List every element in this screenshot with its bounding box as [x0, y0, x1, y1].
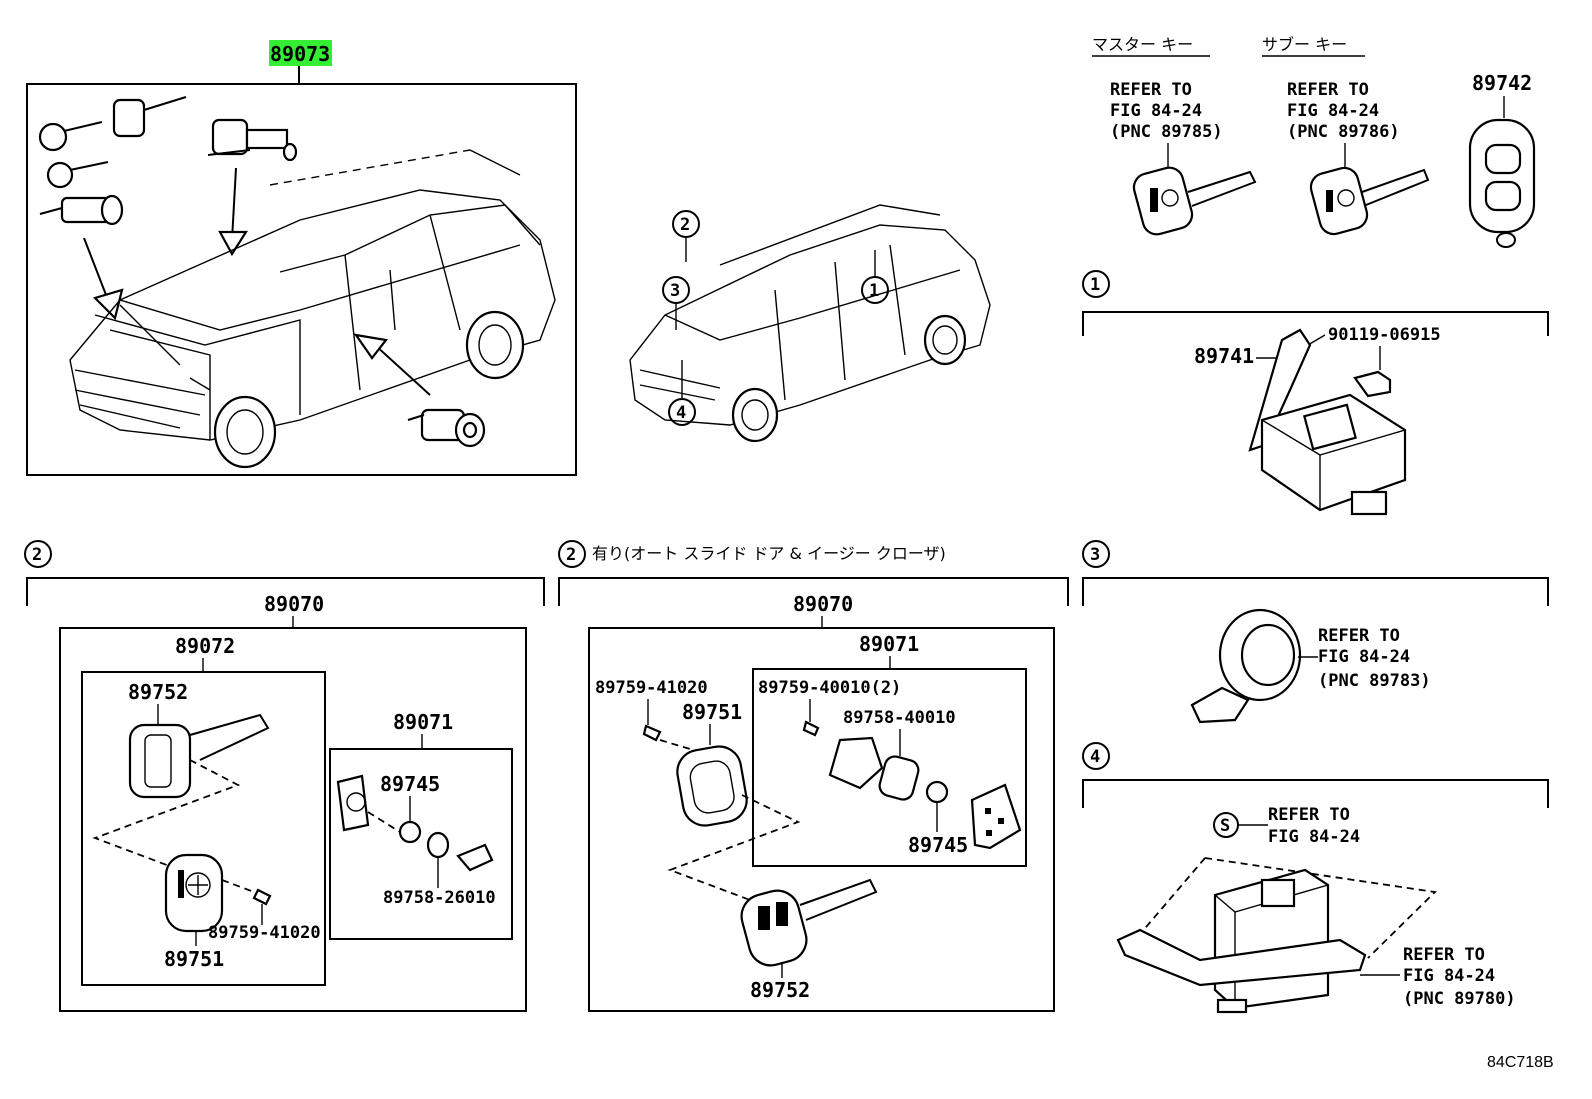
transmitter-module-icon	[336, 774, 370, 832]
part-label-89745-left[interactable]: 89745	[380, 772, 440, 796]
section4-s-refer-line2[interactable]: FIG 84-24	[1268, 827, 1360, 847]
battery-left-icon	[398, 820, 422, 844]
battery-mid-icon	[925, 780, 949, 804]
master-key-group: マスター キー REFER TO FIG 84-24 (PNC 89785)	[1092, 35, 1257, 236]
part-label-89759-41020-mid[interactable]: 89759-41020	[595, 678, 708, 698]
assembly-frame	[26, 83, 577, 476]
part-label-89759-40010[interactable]: 89759-40010(2)	[758, 678, 901, 698]
part-label-89071-mid[interactable]: 89071	[859, 632, 919, 656]
remote-transmitter-group: 89742	[1468, 71, 1536, 248]
oring-left-icon	[426, 831, 450, 859]
part-label-89741[interactable]: 89741	[1194, 344, 1254, 368]
remote-transmitter-icon	[1468, 118, 1536, 248]
part-label-89752-left[interactable]: 89752	[128, 680, 188, 704]
part-label-89742[interactable]: 89742	[1472, 71, 1532, 95]
case-left-icon	[456, 843, 494, 872]
assembly-label-89073[interactable]: 89073	[270, 42, 330, 66]
section-3: 3 REFER TO FIG 84-24 (PNC 89783)	[1082, 540, 1549, 724]
s-marker: S	[1220, 816, 1230, 836]
car-marker-4: 4	[676, 403, 686, 423]
sub-key-group: サブー キー REFER TO FIG 84-24 (PNC 89786)	[1262, 35, 1430, 236]
section-2-assembly-frame	[59, 627, 527, 1012]
key-head-mid-icon	[676, 745, 748, 827]
section4-b-refer-line2: FIG 84-24	[1403, 966, 1495, 986]
part-label-89745-mid[interactable]: 89745	[908, 833, 968, 857]
section4-b-refer-line1: REFER TO	[1403, 945, 1485, 965]
sub-key-icon	[1309, 166, 1430, 236]
part-label-89751-mid[interactable]: 89751	[682, 700, 742, 724]
section-2b-assembly-frame	[588, 627, 1055, 1012]
car-marker-1: 1	[869, 281, 879, 301]
vehicle-illustration-right	[629, 204, 991, 443]
section-2-sub-frame	[81, 671, 326, 986]
section-4: 4 S REFER TO FIG 84-24 REFER TO FIG 84-2…	[1082, 742, 1549, 1014]
section-2b: 2 有り(オート スライド ドア & イージー クローザ) 89070 8907…	[558, 540, 1069, 1012]
section-4-marker: 4	[1090, 747, 1100, 767]
part-label-89752-mid[interactable]: 89752	[750, 978, 810, 1002]
ignition-coil-icon	[1190, 608, 1302, 724]
assembly-label-highlight	[269, 40, 332, 66]
section3-refer-line2: FIG 84-24	[1318, 647, 1410, 667]
key-mid-icon	[740, 878, 878, 967]
car-marker-2: 2	[680, 215, 690, 235]
transmitter-mid-icon	[970, 783, 1022, 850]
figure-code: 84C718B	[1487, 1054, 1554, 1071]
case-mid-icon	[828, 736, 884, 790]
section-2b-caption: 有り(オート スライド ドア & イージー クローザ)	[592, 544, 946, 563]
master-key-icon	[1132, 166, 1257, 236]
door-lock-cylinder-side[interactable]	[407, 408, 486, 448]
sub-key-refer-line3[interactable]: (PNC 89786)	[1287, 122, 1400, 142]
key-head-bottom-icon	[164, 853, 224, 933]
section-2b-marker: 2	[566, 545, 576, 565]
vehicle-position-markers: 2 3 1 4	[662, 210, 889, 426]
master-key-refer-line2: FIG 84-24	[1110, 101, 1202, 121]
part-label-89070-mid[interactable]: 89070	[793, 592, 853, 616]
section-2-marker: 2	[32, 545, 42, 565]
vehicle-illustration-left	[69, 149, 556, 469]
section4-b-refer-line3[interactable]: (PNC 89780)	[1403, 989, 1516, 1009]
section4-s-refer-line1: REFER TO	[1268, 805, 1350, 825]
ecu-unit-icon	[1248, 328, 1407, 516]
part-label-89751-left[interactable]: 89751	[164, 947, 224, 971]
master-key-refer-line1: REFER TO	[1110, 80, 1192, 100]
section-3-marker: 3	[1090, 545, 1100, 565]
door-lock-cylinder-top[interactable]	[207, 118, 298, 162]
sub-key-refer-line2: FIG 84-24	[1287, 101, 1379, 121]
part-label-89070-left[interactable]: 89070	[264, 592, 324, 616]
master-key-header: マスター キー	[1092, 35, 1193, 54]
car-marker-3: 3	[670, 281, 680, 301]
oring-mid-icon	[878, 755, 920, 801]
section-1-marker: 1	[1090, 275, 1100, 295]
part-label-89758-26010[interactable]: 89758-26010	[383, 888, 496, 908]
section3-refer-line1: REFER TO	[1318, 626, 1400, 646]
section3-refer-line3[interactable]: (PNC 89783)	[1318, 671, 1431, 691]
part-label-89759-41020-left[interactable]: 89759-41020	[208, 923, 321, 943]
part-label-89071-left[interactable]: 89071	[393, 710, 453, 734]
section-1: 1 89741 90119-06915	[1082, 270, 1549, 516]
top-left-assembly: 89073	[26, 40, 577, 476]
key-head-top-icon	[128, 713, 270, 799]
section-2-transmitter-frame	[329, 748, 513, 940]
master-key-refer-line3[interactable]: (PNC 89785)	[1110, 122, 1223, 142]
part-label-89072[interactable]: 89072	[175, 634, 235, 658]
control-unit-icon	[1116, 868, 1367, 1014]
part-label-89758-40010[interactable]: 89758-40010	[843, 708, 956, 728]
sub-key-header: サブー キー	[1262, 35, 1347, 54]
part-label-90119-06915[interactable]: 90119-06915	[1328, 325, 1441, 345]
lock-key-set[interactable]	[38, 96, 187, 226]
section-2: 2 89070 89072 89752 89759-41020 89751 89…	[24, 540, 545, 1012]
section-2b-sub-frame	[752, 668, 1027, 867]
sub-key-refer-line1: REFER TO	[1287, 80, 1369, 100]
